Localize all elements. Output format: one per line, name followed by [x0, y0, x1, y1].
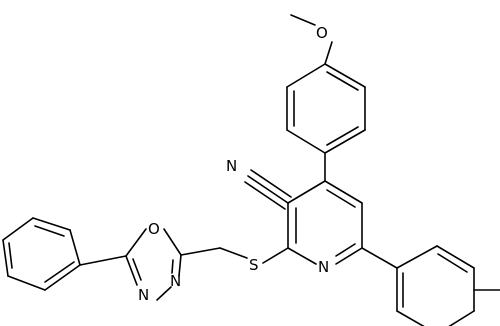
bond-py-inner-2 [335, 243, 356, 257]
bond-oxa-1 [163, 228, 182, 256]
bond-ring-inner-1 [326, 71, 359, 91]
bond-o-aryl [324, 41, 333, 65]
nitrile-nitrogen-label: N [226, 157, 237, 175]
sulfur-label: S [249, 256, 259, 274]
bond-pyridine-tolyl [361, 247, 398, 269]
bond-ring-a [324, 63, 366, 88]
bond-ph-6 [69, 229, 81, 266]
pyridine-nitrogen-label: N [318, 258, 329, 276]
bond-ph-3 [2, 239, 9, 277]
bond-pyridine-s [262, 247, 289, 264]
oxadiazole-oxygen-label: O [148, 220, 160, 238]
bond-oxa-3 [125, 255, 138, 286]
bond-tol-5 [396, 310, 425, 326]
bond-methyl-o [290, 14, 316, 26]
bond-ph-1 [44, 264, 81, 291]
bond-nitrile-2 [244, 181, 286, 210]
oxadiazole-n3-label: N [138, 286, 149, 304]
bond-tol-inner-1 [437, 253, 468, 273]
bond-ch2-oxadiazole [180, 247, 221, 256]
bond-ring-d [286, 129, 326, 154]
bond-tol-1 [396, 245, 438, 269]
bond-tol-4 [448, 310, 475, 326]
bond-ph-5 [32, 217, 71, 231]
bond-ph-inner-3 [34, 225, 65, 237]
bond-tol-2 [436, 245, 475, 269]
bond-py-3 [335, 247, 363, 265]
bond-oxa-4 [156, 286, 172, 301]
bond-oxa-5 [178, 254, 182, 277]
bond-py-4 [287, 247, 317, 265]
bond-oxadiazole-phenyl [79, 255, 127, 266]
bond-s-ch2 [219, 247, 248, 259]
bond-oxa-inner-2 [171, 259, 174, 274]
bond-py-1 [324, 180, 363, 204]
methoxy-oxygen-label: O [316, 24, 328, 42]
bond-nitrile-3 [250, 169, 292, 198]
atom-labels: O N N S O N N [138, 24, 329, 304]
bond-ring-f [286, 63, 326, 88]
bond-ring-inner-2 [326, 126, 359, 146]
bond-lines [2, 14, 500, 326]
bond-oxa-2 [125, 228, 147, 257]
bond-ph-2 [7, 275, 46, 291]
bond-ph-inner-2 [8, 242, 13, 269]
bond-oxa-inner-1 [132, 258, 142, 281]
bond-py-6 [287, 180, 326, 204]
bond-ph-4 [2, 217, 34, 241]
bond-nitrile-1 [247, 175, 289, 204]
oxadiazole-n4-label: N [170, 272, 181, 290]
bond-ph-inner-1 [44, 261, 75, 283]
bond-ring-c [324, 129, 366, 154]
bond-py-inner-1 [326, 189, 356, 208]
